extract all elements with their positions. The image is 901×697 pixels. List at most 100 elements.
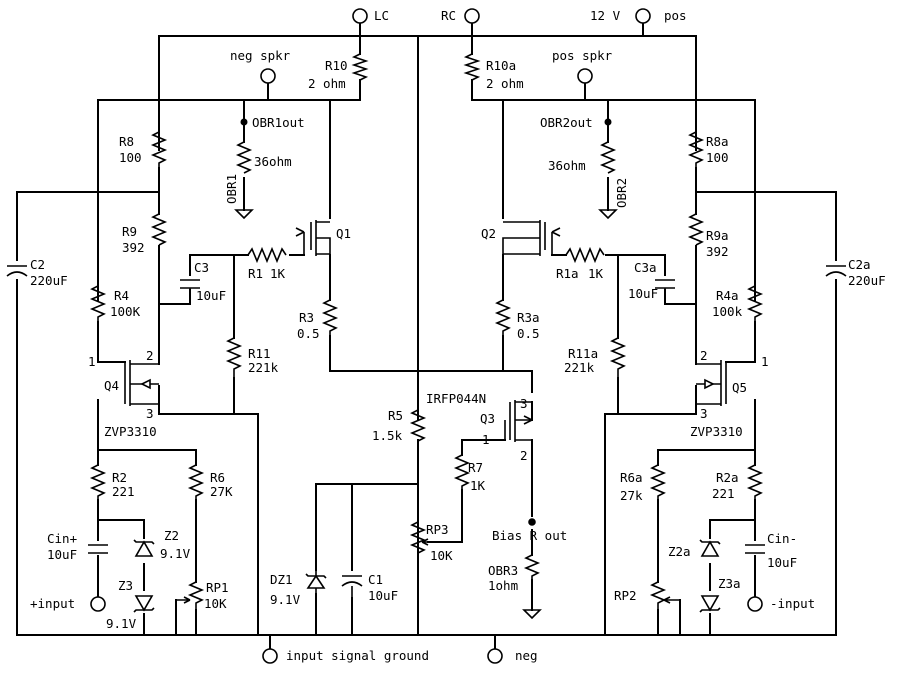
svg-text:C2a: C2a bbox=[848, 257, 871, 272]
svg-text:100K: 100K bbox=[110, 304, 141, 319]
junction-dots bbox=[240, 118, 612, 526]
capacitor-c2a bbox=[825, 265, 847, 277]
capacitor-cin-minus bbox=[745, 544, 765, 554]
label-neg: neg bbox=[515, 648, 538, 663]
svg-text:R2: R2 bbox=[112, 470, 127, 485]
svg-text:ZVP3310: ZVP3310 bbox=[690, 424, 743, 439]
svg-text:10uF: 10uF bbox=[368, 588, 398, 603]
capacitor-c3 bbox=[180, 279, 200, 290]
resistor-obr3 bbox=[523, 554, 541, 580]
labels: LC RC 12 V pos neg spkr pos spkr R10 2 o… bbox=[30, 8, 886, 663]
mosfet-q2 bbox=[502, 220, 561, 256]
svg-text:R8: R8 bbox=[119, 134, 134, 149]
zener-z2 bbox=[133, 539, 155, 557]
svg-text:3: 3 bbox=[520, 396, 528, 411]
svg-text:221k: 221k bbox=[248, 360, 279, 375]
svg-text:R3: R3 bbox=[299, 310, 314, 325]
svg-text:9.1V: 9.1V bbox=[106, 616, 137, 631]
resistor-r9a bbox=[687, 213, 705, 246]
svg-text:Cin-: Cin- bbox=[767, 531, 797, 546]
potentiometer-rp1 bbox=[187, 581, 205, 610]
svg-text:Q2: Q2 bbox=[481, 226, 496, 241]
mosfet-q5 bbox=[695, 360, 727, 414]
terminal-input-minus bbox=[747, 596, 763, 612]
svg-text:1: 1 bbox=[761, 354, 769, 369]
svg-text:10K: 10K bbox=[204, 596, 227, 611]
svg-text:Z2: Z2 bbox=[164, 528, 179, 543]
resistor-r3 bbox=[321, 299, 339, 336]
resistor-r5 bbox=[409, 409, 427, 450]
svg-text:10uF: 10uF bbox=[628, 286, 658, 301]
terminal-lc bbox=[352, 8, 368, 24]
svg-text:R6: R6 bbox=[210, 470, 225, 485]
svg-text:392: 392 bbox=[122, 240, 145, 255]
svg-text:100k: 100k bbox=[712, 304, 743, 319]
svg-text:221k: 221k bbox=[564, 360, 595, 375]
svg-text:3: 3 bbox=[146, 406, 154, 421]
resistor-r4a bbox=[746, 285, 764, 322]
svg-text:10uF: 10uF bbox=[196, 288, 226, 303]
svg-text:100: 100 bbox=[706, 150, 729, 165]
svg-text:R2a: R2a bbox=[716, 470, 739, 485]
zener-z2a bbox=[699, 539, 721, 557]
resistor-r9 bbox=[150, 213, 168, 246]
zener-z3 bbox=[133, 595, 155, 613]
resistor-r6a bbox=[649, 464, 667, 500]
terminal-pos-spkr bbox=[577, 68, 593, 84]
resistor-obr1 bbox=[235, 141, 253, 174]
svg-text:OBR1out: OBR1out bbox=[252, 115, 305, 130]
svg-text:R10a: R10a bbox=[486, 58, 516, 73]
potentiometer-rp2 bbox=[649, 581, 667, 610]
resistor-r6 bbox=[187, 464, 205, 500]
svg-text:R11a: R11a bbox=[568, 346, 598, 361]
svg-text:Q5: Q5 bbox=[732, 380, 747, 395]
svg-text:9.1V: 9.1V bbox=[160, 546, 191, 561]
label-input-minus: -input bbox=[770, 596, 815, 611]
svg-text:DZ1: DZ1 bbox=[270, 572, 293, 587]
svg-text:2: 2 bbox=[700, 348, 708, 363]
resistor-r7 bbox=[453, 454, 471, 490]
svg-text:Z3a: Z3a bbox=[718, 576, 741, 591]
svg-text:0.5: 0.5 bbox=[297, 326, 320, 341]
svg-text:Bias R out: Bias R out bbox=[492, 528, 567, 543]
svg-text:0.5: 0.5 bbox=[517, 326, 540, 341]
svg-text:C1: C1 bbox=[368, 572, 383, 587]
resistor-r2 bbox=[89, 464, 107, 500]
svg-text:36ohm: 36ohm bbox=[548, 158, 586, 173]
svg-text:Cin+: Cin+ bbox=[47, 531, 77, 546]
svg-text:C3: C3 bbox=[194, 260, 209, 275]
svg-text:R11: R11 bbox=[248, 346, 271, 361]
zener-z3a bbox=[699, 595, 721, 613]
svg-text:1K: 1K bbox=[270, 266, 286, 281]
svg-text:OBR2: OBR2 bbox=[614, 178, 629, 208]
svg-text:2 ohm: 2 ohm bbox=[308, 76, 346, 91]
svg-text:221: 221 bbox=[112, 484, 135, 499]
label-neg-spkr: neg spkr bbox=[230, 48, 291, 63]
svg-text:R4: R4 bbox=[114, 288, 129, 303]
svg-text:RP3: RP3 bbox=[426, 522, 449, 537]
label-rc: RC bbox=[441, 8, 456, 23]
svg-text:R4a: R4a bbox=[716, 288, 739, 303]
svg-text:27K: 27K bbox=[210, 484, 233, 499]
svg-text:100: 100 bbox=[119, 150, 142, 165]
svg-text:OBR2out: OBR2out bbox=[540, 115, 593, 130]
svg-text:IRFP044N: IRFP044N bbox=[426, 391, 486, 406]
svg-text:2 ohm: 2 ohm bbox=[486, 76, 524, 91]
svg-text:R9: R9 bbox=[122, 224, 137, 239]
svg-text:220uF: 220uF bbox=[848, 273, 886, 288]
terminal-bias-r-out bbox=[528, 518, 536, 526]
svg-text:R7: R7 bbox=[468, 460, 483, 475]
terminal-neg bbox=[487, 648, 503, 664]
resistor-r2a bbox=[746, 464, 764, 500]
svg-text:9.1V: 9.1V bbox=[270, 592, 301, 607]
svg-text:Q1: Q1 bbox=[336, 226, 351, 241]
svg-text:Z2a: Z2a bbox=[668, 544, 691, 559]
svg-text:R10: R10 bbox=[325, 58, 348, 73]
label-pos-spkr: pos spkr bbox=[552, 48, 613, 63]
label-input-plus: +input bbox=[30, 596, 75, 611]
terminal-neg-spkr bbox=[260, 68, 276, 84]
svg-text:R9a: R9a bbox=[706, 228, 729, 243]
label-pos: pos bbox=[664, 8, 687, 23]
label-lc: LC bbox=[374, 8, 389, 23]
svg-text:RP1: RP1 bbox=[206, 580, 229, 595]
